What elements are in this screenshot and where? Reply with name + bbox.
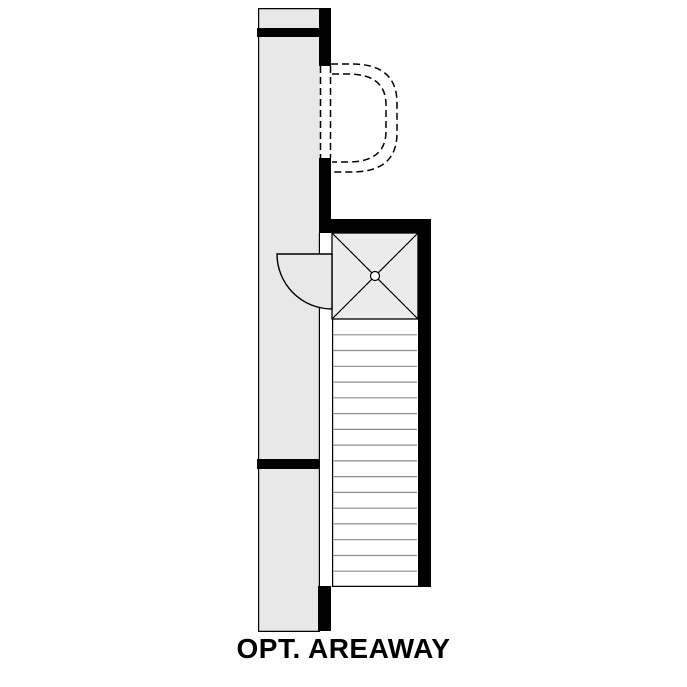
opt-areaway-outline [319, 63, 398, 173]
stair-run [332, 319, 418, 588]
wall-segment-top-horizontal [257, 28, 319, 37]
wall-segment-stair-top [331, 219, 431, 233]
newel-post-marker [369, 270, 381, 282]
foundation-wall-band [258, 8, 320, 632]
wall-segment-bottom-vertical [318, 586, 331, 631]
plan-caption: OPT. AREAWAY [236, 633, 451, 664]
wall-segment-mid-horizontal [257, 459, 319, 469]
door-swing [276, 253, 333, 310]
wall-segment-stair-right [418, 219, 431, 587]
wall-segment-top-vertical [319, 8, 331, 66]
areaway-inner-dashed [332, 73, 387, 163]
stair-treads [333, 334, 417, 572]
wall-segment-mid-vertical [319, 158, 331, 233]
stair-landing [331, 232, 419, 320]
areaway-outer-dashed [320, 63, 398, 173]
